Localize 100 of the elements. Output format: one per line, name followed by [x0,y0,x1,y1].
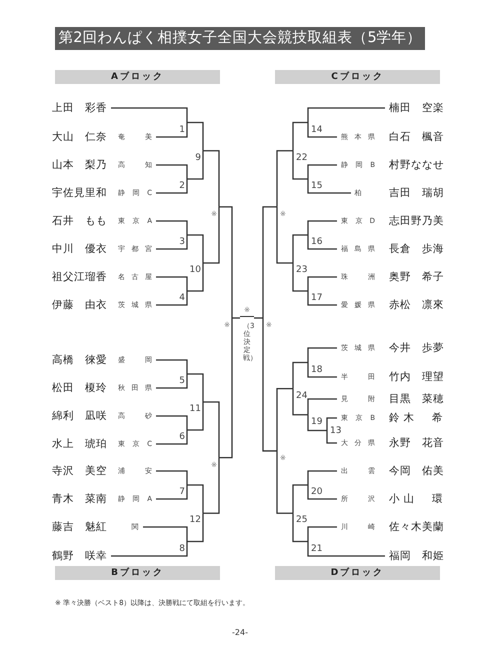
player-name: 大山 仁奈 [52,130,106,144]
bracket-line [156,276,188,291]
bracket-line [262,206,277,318]
player-name: 青木 菜南 [52,492,106,506]
bracket-line [292,484,308,514]
player-name: 村野ななせ [389,158,443,172]
bracket-line [187,402,204,431]
page-number: -24- [231,628,249,637]
bracket-line [203,206,220,264]
bracket-line [156,415,188,430]
match-number: 15 [311,181,325,191]
player-name: 竹内 理望 [389,370,443,384]
bracket-line [307,235,337,250]
player-name: 水上 琥珀 [52,437,106,451]
bracket-line [232,317,240,319]
match-number: 17 [311,293,325,303]
bracket-line [276,150,293,207]
player-name: 高橋 徠愛 [52,353,106,367]
player-name: 宇佐見里和 [52,186,106,200]
match-number: 25 [296,515,310,526]
block-header: Cブロック [275,70,440,84]
bracket-line [156,164,188,179]
bracket-line [307,526,337,542]
bracket-line [156,122,188,138]
player-name: 鈴木 希 [389,411,443,425]
bracket-line [254,317,263,319]
player-name: 伊藤 由衣 [52,298,106,312]
bracket-line [307,276,337,291]
player-name: 寺沢 美空 [52,464,106,478]
bracket-line [276,450,293,514]
match-number: 18 [311,364,325,374]
match-number: 11 [187,404,201,414]
bracket-line [187,122,204,151]
bracket-line [307,179,351,194]
player-name: 松田 榎玲 [52,381,106,395]
bracket-line [307,122,337,138]
player-name: 永野 花音 [389,436,443,450]
bracket-line [156,220,188,235]
match-number: 16 [311,237,325,247]
match-number: 12 [187,515,201,526]
bracket-line [292,362,308,389]
player-name: 白石 楓音 [389,130,443,144]
player-name: 上田 彩香 [52,101,106,115]
bracket-line [307,398,337,415]
bracket-line [292,388,308,416]
match-number: 8 [171,544,185,554]
bracket-line [203,458,220,514]
bracket-line [143,526,188,542]
player-name: 藤吉 魅紅 [52,520,106,534]
player-name: 吉田 瑞胡 [389,186,443,200]
bracket-line [111,542,188,557]
bracket-line [156,359,188,374]
player-name: 鶴野 咲幸 [52,549,106,563]
bracket-line [219,206,233,318]
player-name: 福岡 和姫 [389,549,443,563]
match-number: 3 [171,237,185,247]
player-name: 中川 優衣 [52,242,106,256]
bracket-line [156,291,188,306]
match-number: 21 [311,544,325,554]
match-number: 6 [171,432,185,442]
player-name: 小山 環 [389,492,443,506]
match-number: 9 [187,152,201,163]
player-name: 祖父江瑠香 [52,270,106,284]
bracket-line [307,164,337,179]
match-number: 2 [171,181,185,191]
bracket-line [307,485,337,500]
bracket-line [203,150,220,207]
bracket-line [326,430,337,444]
bracket-line [187,484,204,514]
bracket-line [307,347,337,362]
block-header: Aブロック [55,70,220,84]
bracket-line [156,179,188,194]
bracket-line [307,362,337,378]
block-header: Bブロック [55,566,220,580]
bracket-line [156,470,188,485]
player-name: 佐々木美蘭 [389,520,443,534]
match-number: 19 [311,416,325,427]
bracket-line [292,150,308,180]
bracket-line [111,107,188,122]
player-name: 楠田 空楽 [389,101,443,115]
player-name: 長倉 歩海 [389,242,443,256]
player-name: 今井 歩夢 [389,341,443,355]
bracket-line [187,150,204,180]
bracket-line [219,318,233,458]
bracket-line [203,401,220,458]
bracket-line [187,263,204,292]
bracket-line [307,220,337,235]
bracket-line [276,388,293,451]
match-number: 7 [171,487,185,497]
match-number: 10 [187,265,201,275]
player-name: 奥野 希子 [389,270,443,284]
bracket-line [156,430,188,445]
bracket-line [156,235,188,250]
bracket-line [307,470,337,485]
match-number: 22 [296,152,310,163]
match-number: 4 [171,293,185,303]
match-number: 14 [311,124,325,134]
player-name: 今岡 佑美 [389,464,443,478]
player-name: 山本 梨乃 [52,158,106,172]
bracket-line [307,414,327,432]
